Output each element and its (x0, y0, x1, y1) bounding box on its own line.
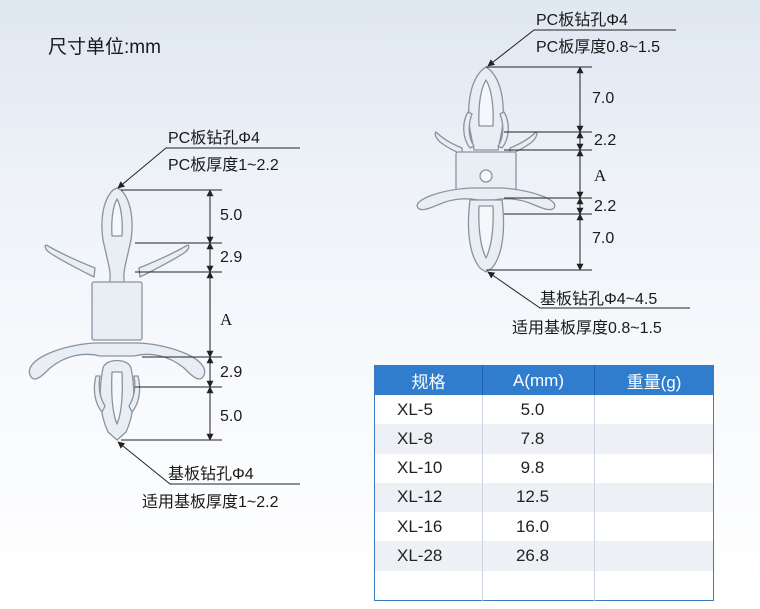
header-a-mm: A(mm) (482, 365, 595, 395)
left-top-label-line2: PC板厚度1~2.2 (168, 157, 279, 174)
table-row: XL-28 26.8 (374, 541, 714, 571)
cell-weight (594, 541, 714, 571)
left-dim-a: A (220, 310, 233, 329)
cell-a: 9.8 (482, 453, 595, 483)
left-top-label-line1: PC板钻孔Φ4 (168, 130, 260, 147)
right-standoff-part (416, 66, 556, 273)
left-dim-upper-clip: 2.9 (220, 249, 243, 266)
unit-title: 尺寸单位:mm (48, 37, 161, 58)
header-weight: 重量(g) (594, 365, 714, 395)
right-dim-bottom: 7.0 (592, 230, 615, 247)
cell-a: 5.0 (482, 395, 595, 425)
cell-weight (594, 570, 714, 601)
cell-weight (594, 453, 714, 483)
left-bottom-label-line2: 适用基板厚度1~2.2 (142, 494, 279, 511)
cell-a: 12.5 (482, 482, 595, 513)
left-dim-lower-clip: 2.9 (220, 364, 243, 381)
table-row: XL-5 5.0 (374, 395, 714, 425)
cell-weight (594, 395, 714, 425)
cell-spec (374, 570, 483, 601)
cell-a (482, 570, 595, 601)
table-header-row: 规格 A(mm) 重量(g) (374, 365, 714, 395)
right-dim-top: 7.0 (592, 90, 615, 107)
cell-spec: XL-8 (374, 424, 483, 454)
cell-spec: XL-16 (374, 512, 483, 542)
right-dim-upper-clip: 2.2 (594, 132, 617, 149)
table-row: XL-12 12.5 (374, 482, 714, 513)
right-bottom-label-line1: 基板钻孔Φ4~4.5 (540, 291, 658, 308)
spec-table: 规格 A(mm) 重量(g) XL-5 5.0 XL-8 7.8 XL-10 9… (374, 365, 714, 601)
cell-weight (594, 424, 714, 454)
left-dim-bottom: 5.0 (220, 408, 243, 425)
left-standoff-part (28, 187, 206, 441)
cell-weight (594, 512, 714, 542)
cell-a: 16.0 (482, 512, 595, 542)
left-dim-top: 5.0 (220, 207, 243, 224)
header-spec: 规格 (374, 365, 483, 395)
right-dim-lower-clip: 2.2 (594, 198, 617, 215)
cell-weight (594, 482, 714, 513)
cell-spec: XL-10 (374, 453, 483, 483)
cell-spec: XL-5 (374, 395, 483, 425)
left-bottom-label-line1: 基板钻孔Φ4 (168, 466, 254, 483)
cell-spec: XL-28 (374, 541, 483, 571)
table-row: XL-16 16.0 (374, 512, 714, 542)
right-dim-a: A (594, 166, 607, 185)
cell-spec: XL-12 (374, 482, 483, 513)
right-top-label-line1: PC板钻孔Φ4 (536, 12, 628, 29)
table-row: XL-8 7.8 (374, 424, 714, 454)
right-bottom-label-line2: 适用基板厚度0.8~1.5 (512, 320, 662, 337)
cell-a: 26.8 (482, 541, 595, 571)
right-top-label-line2: PC板厚度0.8~1.5 (536, 39, 661, 56)
table-row: XL-10 9.8 (374, 453, 714, 483)
cell-a: 7.8 (482, 424, 595, 454)
table-row (374, 570, 714, 601)
